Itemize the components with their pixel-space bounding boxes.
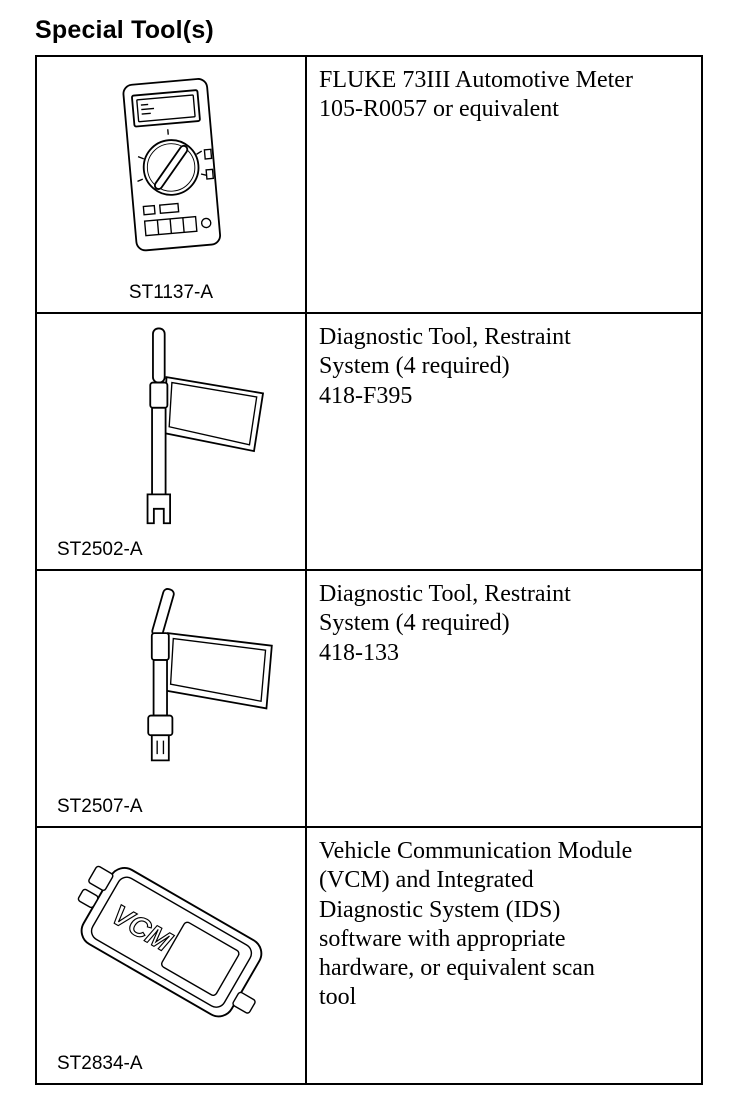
vcm-module-illustration: VCM: [77, 865, 263, 1018]
tool-id-label: ST2502-A: [57, 539, 143, 560]
description-line: 418-F395: [319, 382, 413, 409]
special-tools-table: ST1137-A FLUKE 73III Automotive Meter 10…: [35, 55, 703, 1085]
tool-id-label: ST1137-A: [128, 282, 214, 303]
tool-description-cell: Diagnostic Tool, Restraint System (4 req…: [305, 312, 703, 571]
tool-illustration-wrap: VCM: [37, 828, 305, 1054]
tool-description: Vehicle Communication Module (VCM) and I…: [307, 828, 701, 1013]
tool-id-label: ST2834-A: [57, 1053, 143, 1074]
tool-row: ST1137-A FLUKE 73III Automotive Meter 10…: [35, 55, 703, 314]
tool-image-cell: ST2507-A: [35, 569, 307, 828]
description-line: Diagnostic Tool, Restraint: [319, 324, 571, 350]
tool-id-label: ST2507-A: [57, 796, 143, 817]
tool-description: FLUKE 73III Automotive Meter 105-R0057 o…: [307, 57, 701, 125]
tool-image-cell: VCM ST2834-A: [35, 826, 307, 1085]
description-line: software with appropriate: [319, 925, 566, 952]
tool-description-cell: Diagnostic Tool, Restraint System (4 req…: [305, 569, 703, 828]
description-line: 418-133: [319, 639, 399, 666]
tool-description-cell: FLUKE 73III Automotive Meter 105-R0057 o…: [305, 55, 703, 314]
description-line: tool: [319, 984, 357, 1011]
tool-row: ST2507-A Diagnostic Tool, Restraint Syst…: [35, 569, 703, 828]
description-line: System (4 required): [319, 353, 510, 380]
description-line: (VCM) and Integrated: [319, 867, 534, 894]
diagnostic-flag-tool-illustration: [146, 588, 273, 762]
description-line: 105-R0057 or equivalent: [319, 96, 559, 123]
tool-image-cell: ST2502-A: [35, 312, 307, 571]
diagnostic-flag-tool-illustration: [146, 327, 265, 525]
tool-image-cell: ST1137-A: [35, 55, 307, 314]
description-line: System (4 required): [319, 610, 510, 637]
tool-illustration-wrap: [37, 571, 305, 797]
description-line: hardware, or equivalent scan: [319, 955, 595, 982]
tool-description: Diagnostic Tool, Restraint System (4 req…: [307, 314, 701, 411]
description-line: Diagnostic System (IDS): [319, 896, 561, 923]
description-line: Diagnostic Tool, Restraint: [319, 581, 571, 607]
tool-description: Diagnostic Tool, Restraint System (4 req…: [307, 571, 701, 668]
page-title: Special Tool(s): [35, 16, 214, 44]
tool-row: ST2502-A Diagnostic Tool, Restraint Syst…: [35, 312, 703, 571]
tool-description-cell: Vehicle Communication Module (VCM) and I…: [305, 826, 703, 1085]
tool-illustration-wrap: [37, 314, 305, 540]
description-line: FLUKE 73III Automotive Meter: [319, 67, 633, 93]
tool-row: VCM ST2834-A Vehicle Communication Modul…: [35, 826, 703, 1085]
tool-illustration-wrap: [37, 57, 305, 283]
description-line: Vehicle Communication Module: [319, 838, 633, 864]
multimeter-illustration: [122, 78, 221, 252]
